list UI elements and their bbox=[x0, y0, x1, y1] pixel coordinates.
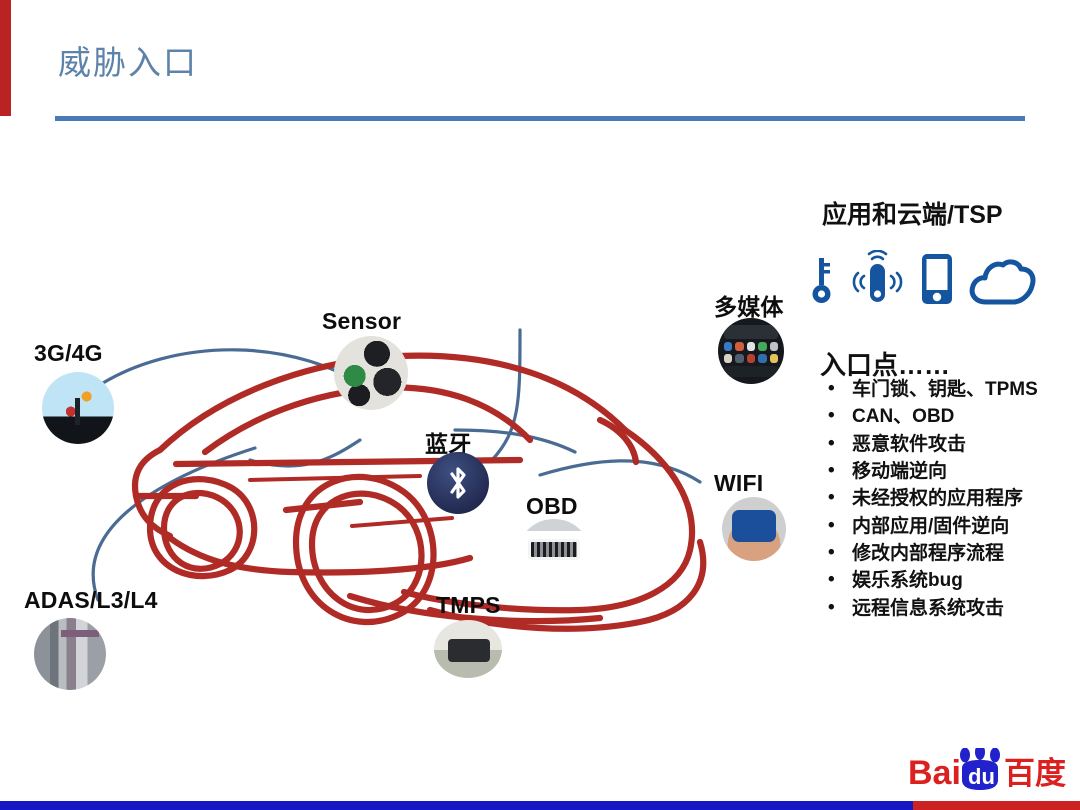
bluetooth-icon bbox=[450, 467, 466, 499]
list-item: CAN、OBD bbox=[820, 406, 1080, 427]
paw-print-icon bbox=[960, 744, 1000, 790]
node-thumb-multimedia bbox=[718, 318, 784, 384]
node-thumb-tmps bbox=[434, 620, 502, 678]
smartphone-icon bbox=[922, 254, 952, 304]
app-icon bbox=[769, 341, 778, 351]
footer-bar-red bbox=[912, 801, 1080, 810]
tablet-dock bbox=[724, 365, 778, 377]
node-thumb-bluetooth bbox=[427, 452, 489, 514]
app-icon bbox=[746, 341, 756, 351]
baidu-logo-bai: Bai bbox=[908, 754, 961, 792]
app-icon bbox=[724, 353, 733, 363]
footer-bar-blue bbox=[0, 801, 913, 810]
entry-points-heading: 入口点…… bbox=[820, 350, 951, 380]
node-label-multimedia: 多媒体 bbox=[714, 294, 784, 320]
app-icon bbox=[758, 353, 767, 363]
baidu-logo-cn: 百度 bbox=[1004, 756, 1066, 791]
vehicle-attack-surface-diagram bbox=[0, 130, 820, 730]
node-thumb-obd bbox=[520, 519, 588, 579]
key-icon bbox=[812, 258, 831, 303]
node-label-adas: ADAS/L3/L4 bbox=[24, 587, 158, 613]
app-icon bbox=[735, 353, 744, 363]
node-label-obd: OBD bbox=[526, 493, 578, 519]
list-item: 恶意软件攻击 bbox=[820, 434, 1080, 455]
tablet-status-bar bbox=[724, 325, 778, 339]
list-item: 娱乐系统bug bbox=[820, 570, 1080, 591]
app-icon bbox=[724, 341, 733, 351]
baidu-logo: Bai du 百度 bbox=[908, 744, 1068, 794]
node-thumb-adas bbox=[34, 618, 106, 690]
cloud-section-heading: 应用和云端/TSP bbox=[822, 201, 1003, 229]
list-item: 远程信息系统攻击 bbox=[820, 598, 1080, 619]
page-title: 威胁入口 bbox=[58, 44, 198, 81]
node-thumb-3g4g bbox=[42, 372, 114, 444]
list-item: 修改内部程序流程 bbox=[820, 543, 1080, 564]
car-outline-sketch bbox=[131, 352, 707, 632]
node-thumb-wifi bbox=[722, 497, 786, 561]
baidu-logo-du: du bbox=[968, 764, 995, 789]
node-label-sensor: Sensor bbox=[322, 308, 402, 334]
list-item: 车门锁、钥匙、TPMS bbox=[820, 379, 1080, 400]
entry-points-list: 车门锁、钥匙、TPMS CAN、OBD 恶意软件攻击 移动端逆向 未经授权的应用… bbox=[820, 379, 1080, 626]
list-item: 未经授权的应用程序 bbox=[820, 488, 1080, 509]
node-label-wifi: WIFI bbox=[714, 470, 764, 496]
node-label-3g4g: 3G/4G bbox=[34, 340, 103, 366]
app-icon bbox=[758, 341, 767, 351]
app-icon bbox=[746, 353, 756, 363]
key-fob-wireless-icon bbox=[852, 250, 903, 302]
cloud-icon bbox=[969, 259, 1036, 305]
list-item: 移动端逆向 bbox=[820, 461, 1080, 482]
header-divider bbox=[55, 116, 1025, 121]
app-icon bbox=[769, 353, 778, 363]
cloud-icon-row bbox=[810, 240, 1050, 306]
header-accent-bar bbox=[0, 0, 11, 116]
node-label-tmps: TMPS bbox=[436, 592, 501, 618]
list-item: 内部应用/固件逆向 bbox=[820, 516, 1080, 537]
app-icon bbox=[735, 341, 744, 351]
node-thumb-sensor bbox=[334, 336, 408, 410]
